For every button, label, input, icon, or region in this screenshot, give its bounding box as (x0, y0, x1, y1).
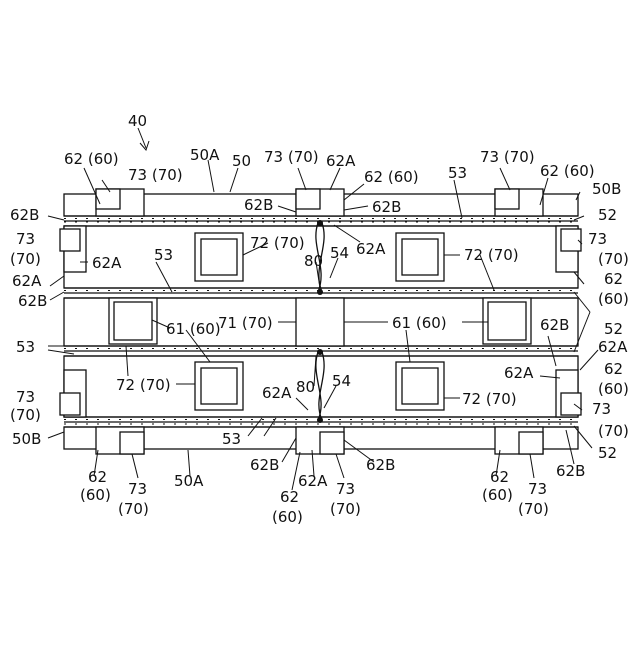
label-60-bottom-right: (60) (482, 486, 513, 504)
label-62B-top-mid-right: 62B (372, 198, 401, 216)
label-60-bottom-left: (60) (80, 486, 111, 504)
label-52-right-bottom: 52 (598, 444, 617, 462)
label-60-right: (60) (598, 290, 629, 308)
label-62B-bottom-mid-right: 62B (366, 456, 395, 474)
label-73-bottom-right: 73 (528, 480, 547, 498)
label-62A-left: 62A (12, 272, 42, 290)
label-53-top: 53 (448, 164, 467, 182)
label-73-right-top: 73 (588, 230, 607, 248)
label-62A-top-mid: 62A (326, 152, 356, 170)
label-62B-top-mid-left: 62B (244, 196, 273, 214)
label-50A-bottom: 50A (174, 472, 204, 490)
label-53-left: 53 (16, 338, 35, 356)
label-50B-bottom: 50B (12, 430, 41, 448)
label-60-right-lower: (60) (598, 380, 629, 398)
label-71-70: 71 (70) (218, 314, 273, 332)
label-62A-right-mid: 62A (598, 338, 628, 356)
label-50-top: 50 (232, 152, 251, 170)
label-62A-left-top: 62A (92, 254, 122, 272)
label-62-bottom-right: 62 (490, 468, 509, 486)
label-62-right-lower: 62 (604, 360, 623, 378)
label-60-bottom-mid: (60) (272, 508, 303, 526)
label-62-60-top-right: 62 (60) (540, 162, 595, 180)
label-62A-bottom-mid: 62A (262, 384, 292, 402)
label-62B-bottom-mid-left: 62B (250, 456, 279, 474)
label-62B-right-mid: 62B (540, 316, 569, 334)
label-70-bottom-mid: (70) (330, 500, 361, 518)
label-73-70-top-right: 73 (70) (480, 148, 535, 166)
label-73-70-top-left: 73 (70) (128, 166, 183, 184)
label-53-bottom: 53 (222, 430, 241, 448)
label-40: 40 (128, 112, 147, 130)
label-73-left-bottom: 73 (16, 388, 35, 406)
label-62-bottom-mid: 62 (280, 488, 299, 506)
label-62-60-top-left: 62 (60) (64, 150, 119, 168)
label-54-top: 54 (330, 244, 349, 262)
label-62A-right-lower: 62A (504, 364, 534, 382)
label-62-bottom-left: 62 (88, 468, 107, 486)
label-70-right-bottom: (70) (598, 422, 629, 440)
label-70-left-top: (70) (10, 250, 41, 268)
label-70-bottom-right: (70) (518, 500, 549, 518)
label-62-60-top-mid: 62 (60) (364, 168, 419, 186)
label-72-70-bottom-right: 72 (70) (462, 390, 517, 408)
label-70-bottom-left: (70) (118, 500, 149, 518)
label-73-bottom-mid: 73 (336, 480, 355, 498)
label-80-bottom: 80 (296, 378, 315, 396)
label-52-right-top: 52 (598, 206, 617, 224)
label-62B-left-mid: 62B (18, 292, 47, 310)
label-80-top: 80 (304, 252, 323, 270)
label-50B-top: 50B (592, 180, 621, 198)
label-72-70-top-left: 72 (70) (250, 234, 305, 252)
label-73-right-bottom: 73 (592, 400, 611, 418)
label-70-left-bottom: (70) (10, 406, 41, 424)
label-70-right-top: (70) (598, 250, 629, 268)
label-54-bottom: 54 (332, 372, 351, 390)
label-73-bottom-left: 73 (128, 480, 147, 498)
label-62B-bottom-right: 62B (556, 462, 585, 480)
label-52-right-mid: 52 (604, 320, 623, 338)
label-62A-bottom: 62A (298, 472, 328, 490)
label-61-60-left: 61 (60) (166, 320, 221, 338)
label-73-70-top-mid: 73 (70) (264, 148, 319, 166)
label-62-right: 62 (604, 270, 623, 288)
label-53-lane-top: 53 (154, 246, 173, 264)
label-62A-center-top: 62A (356, 240, 386, 258)
label-72-70-top-right: 72 (70) (464, 246, 519, 264)
label-72-70-bottom-left: 72 (70) (116, 376, 171, 394)
label-73-left-top: 73 (16, 230, 35, 248)
label-50A-top: 50A (190, 146, 220, 164)
label-62B-left-top: 62B (10, 206, 39, 224)
label-61-60-right: 61 (60) (392, 314, 447, 332)
